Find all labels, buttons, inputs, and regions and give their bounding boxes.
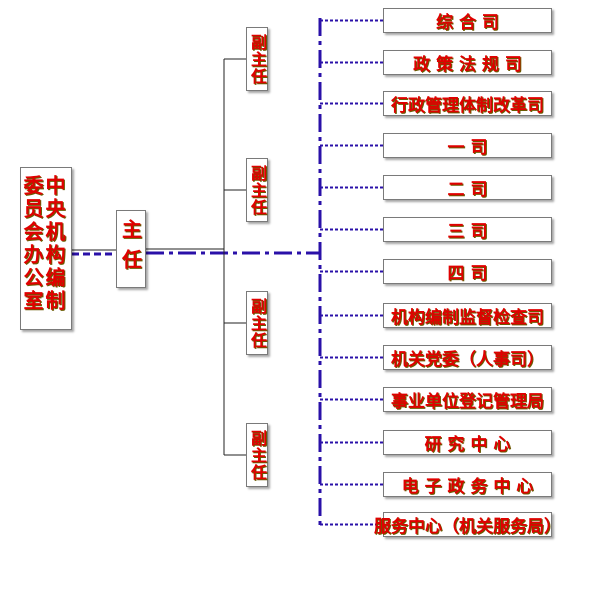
dept-box-1: 综 合 司 — [383, 8, 552, 33]
office-box: 中央机构编制委员会办公室 — [20, 167, 72, 330]
dept-connectors — [320, 19, 383, 526]
deputy-label: 副主任 — [248, 297, 267, 349]
dept-box-4: 一 司 — [383, 133, 552, 158]
dept-label: 机关党委（人事司） — [391, 350, 544, 370]
deputy-label: 副主任 — [248, 164, 267, 216]
dept-label: 电 子 政 务 中 心 — [401, 477, 534, 497]
dept-box-5: 二 司 — [383, 175, 552, 200]
deputy-box-3: 副主任 — [246, 291, 268, 355]
dept-box-13: 服务中心（机关服务局） — [374, 512, 561, 537]
dept-label: 二 司 — [447, 180, 488, 200]
dept-box-10: 事业单位登记管理局 — [383, 387, 552, 412]
dept-label: 机构编制监督检查司 — [391, 308, 544, 328]
dept-label: 服务中心（机关服务局） — [374, 517, 561, 537]
deputy-label: 副主任 — [248, 33, 267, 85]
dept-label: 研 究 中 心 — [424, 435, 511, 455]
dept-box-3: 行政管理体制改革司 — [383, 91, 552, 116]
dept-label: 三 司 — [447, 222, 488, 242]
dept-label: 综 合 司 — [436, 13, 499, 33]
dept-label: 事业单位登记管理局 — [391, 392, 544, 412]
director-label: 主任 — [118, 219, 143, 279]
deputy-box-1: 副主任 — [246, 27, 268, 91]
director-box: 主任 — [116, 210, 146, 288]
dept-box-8: 机构编制监督检查司 — [383, 303, 552, 328]
dept-label: 四 司 — [447, 264, 488, 284]
dept-label: 行政管理体制改革司 — [391, 96, 544, 116]
deputy-box-4: 副主任 — [246, 423, 268, 487]
dept-box-12: 电 子 政 务 中 心 — [383, 472, 552, 497]
dept-box-6: 三 司 — [383, 217, 552, 242]
dept-box-11: 研 究 中 心 — [383, 430, 552, 455]
dept-label: 一 司 — [447, 138, 488, 158]
dept-box-2: 政 策 法 规 司 — [383, 50, 552, 75]
dept-box-9: 机关党委（人事司） — [383, 345, 552, 370]
dept-box-7: 四 司 — [383, 259, 552, 284]
deputy-box-2: 副主任 — [246, 158, 268, 222]
dept-label: 政 策 法 规 司 — [413, 55, 522, 75]
deputy-label: 副主任 — [248, 429, 267, 481]
office-label: 中央机构编制委员会办公室 — [20, 175, 66, 313]
